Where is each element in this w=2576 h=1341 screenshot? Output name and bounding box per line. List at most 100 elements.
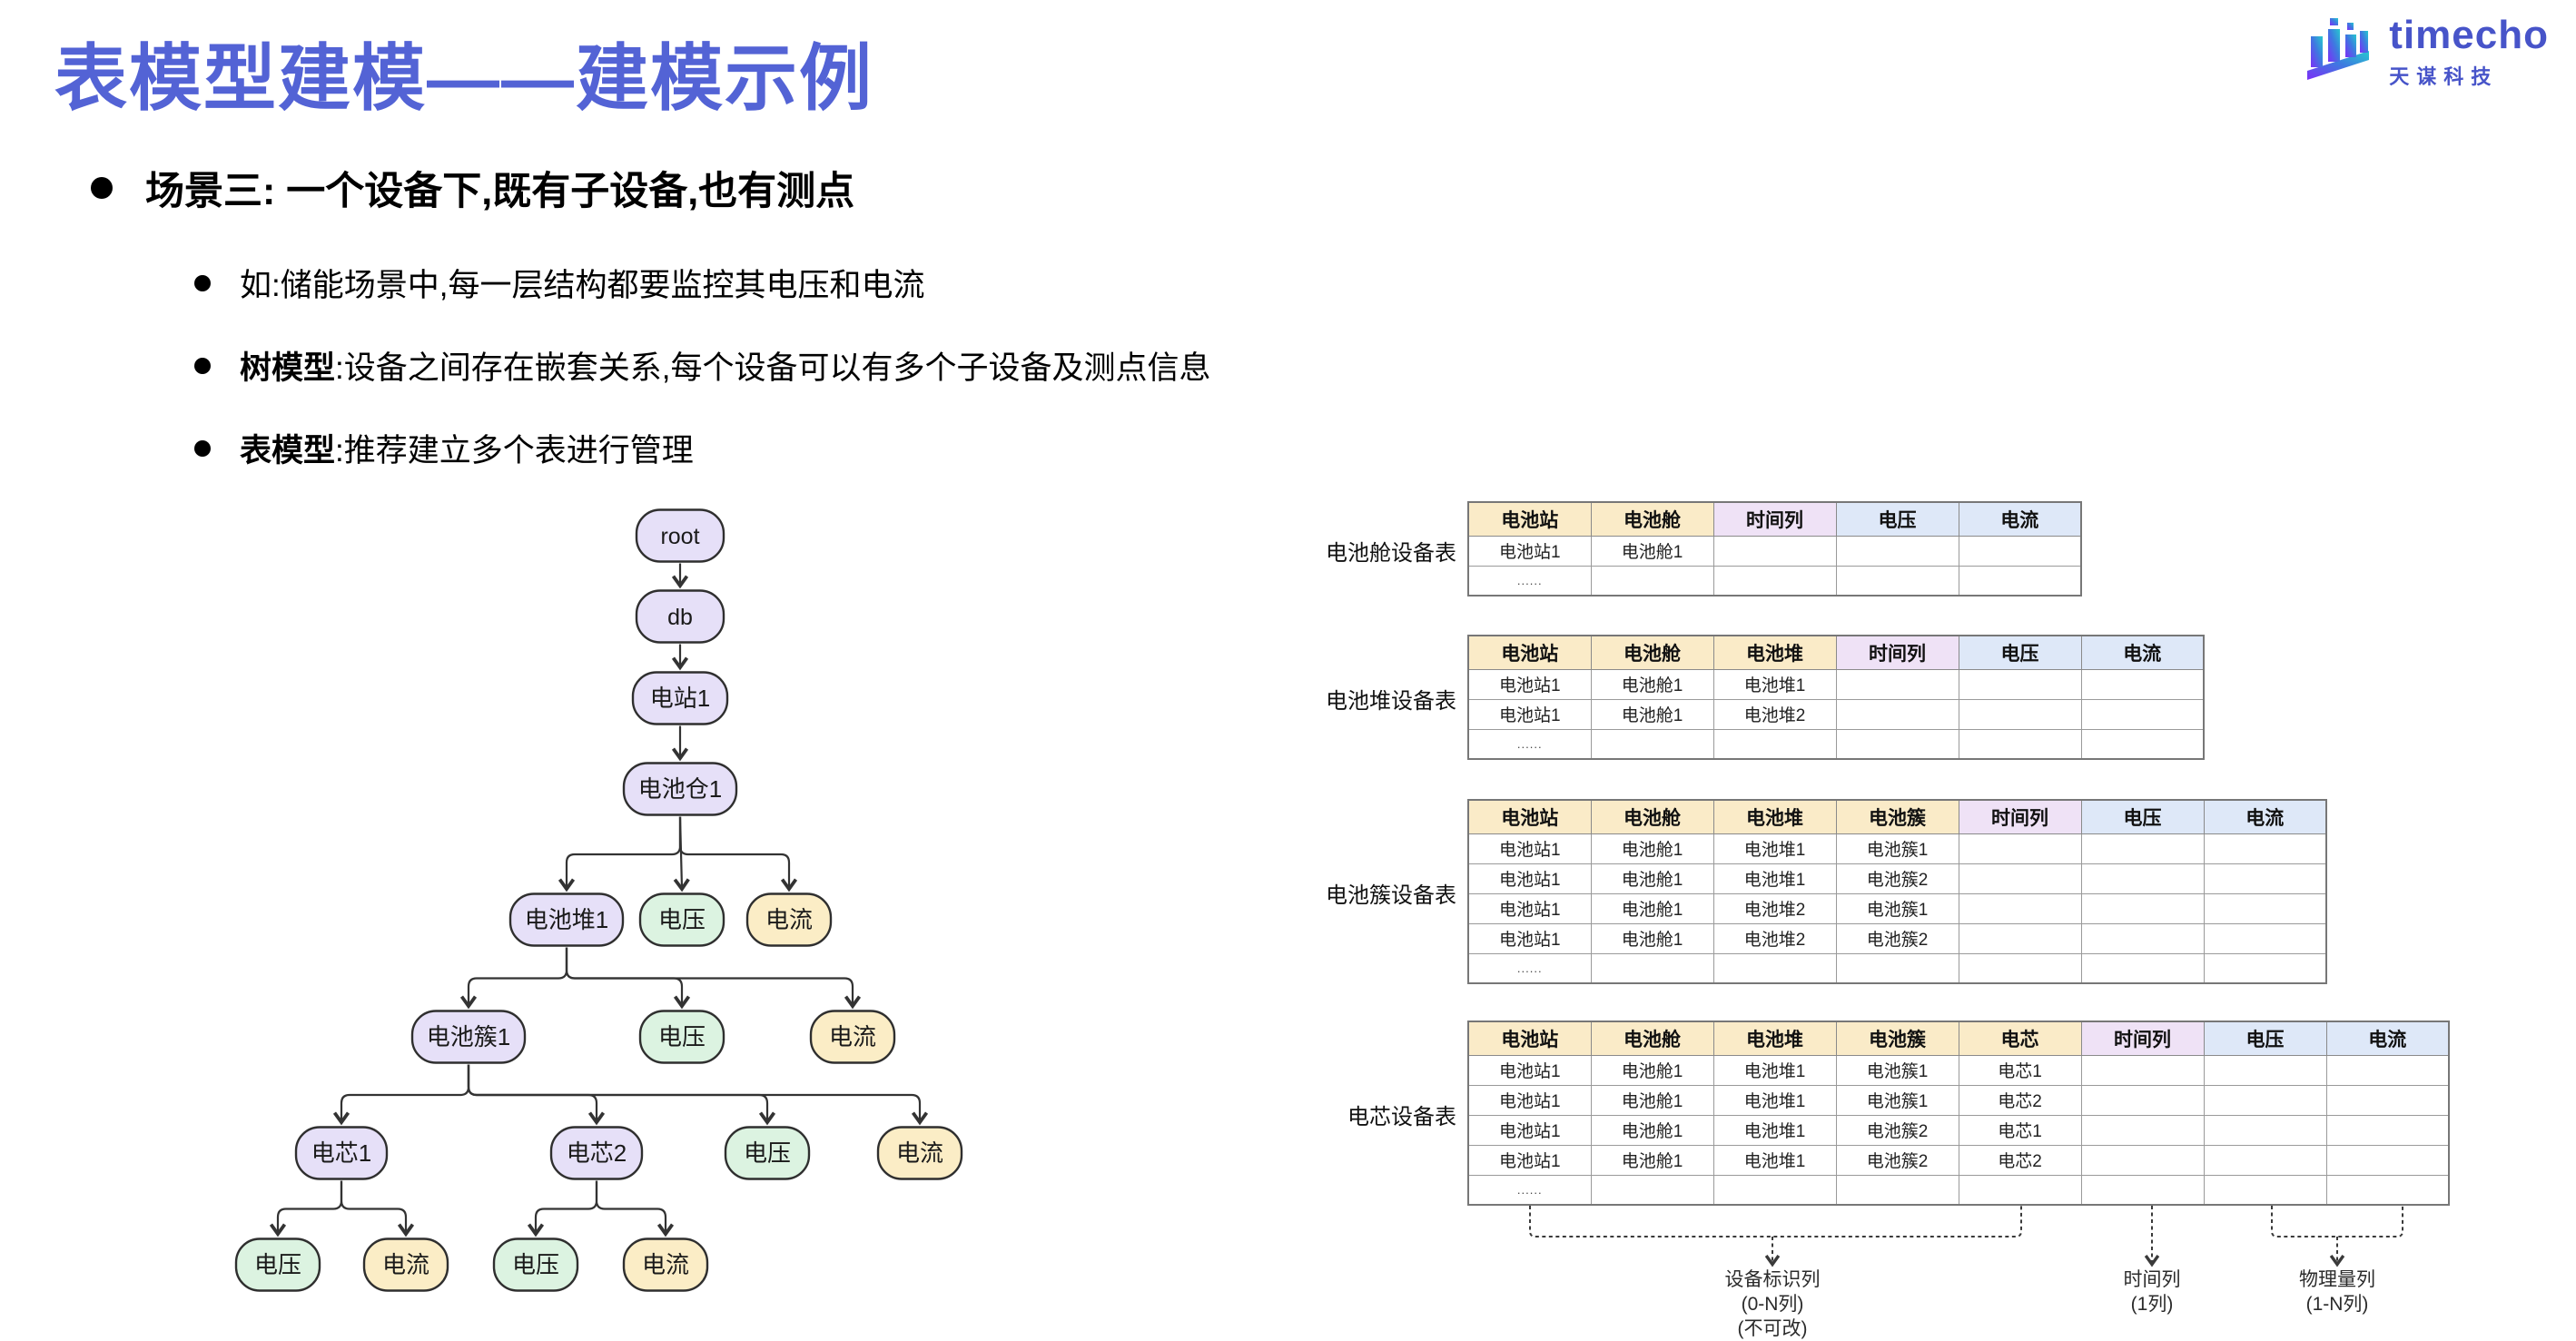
table-cell (2203, 1174, 2327, 1206)
table-row: ...... (1467, 952, 2327, 984)
table-cell (1958, 863, 2082, 894)
column-header: 时间列 (2080, 1021, 2205, 1056)
column-header: 电池簇 (1835, 799, 1959, 834)
tree-node-v3: 电压 (724, 1126, 811, 1180)
table-cell (2080, 1054, 2205, 1086)
column-header: 电池站 (1467, 1021, 1592, 1056)
table-cell (1835, 698, 1959, 730)
bullet-icon (194, 357, 211, 374)
table-cell (1958, 698, 2082, 730)
table-cell: 电池簇2 (1835, 863, 1959, 894)
table-cell: 电池堆1 (1712, 1114, 1837, 1146)
table-cell (1590, 728, 1714, 760)
table-cell (2203, 1114, 2327, 1146)
column-header: 电池站 (1467, 635, 1592, 670)
table-cell: 电池堆1 (1712, 833, 1837, 864)
table-cell (2080, 728, 2205, 760)
table-cell (1958, 565, 2082, 597)
table-cell: 电池舱1 (1590, 833, 1714, 864)
bullet-tree-model: 树模型:设备之间存在嵌套关系,每个设备可以有多个子设备及测点信息 (194, 342, 1210, 389)
svg-text:电流: 电流 (829, 1023, 876, 1050)
table-cell (1712, 1174, 1837, 1206)
tree-node-v1: 电压 (638, 892, 725, 947)
column-header: 电流 (1958, 501, 2082, 537)
table-cell: 电池舱1 (1590, 698, 1714, 730)
table-cell (1958, 1174, 2082, 1206)
column-header: 电池堆 (1712, 799, 1837, 834)
table-cell: 电池簇1 (1835, 892, 1959, 924)
table-cell: 电池站1 (1467, 1144, 1592, 1176)
tree-node-cell1: 电芯1 (294, 1126, 389, 1180)
svg-text:电流: 电流 (765, 906, 813, 933)
table-cell: 电池站1 (1467, 1054, 1592, 1086)
svg-text:电池堆1: 电池堆1 (525, 906, 608, 933)
table-cell (1835, 952, 1959, 984)
logo-name: timecho (2389, 13, 2549, 57)
svg-text:电压: 电压 (658, 1023, 706, 1050)
column-header: 电池站 (1467, 501, 1592, 537)
table-cell (2325, 1174, 2450, 1206)
table-cell: 电池簇1 (1835, 1054, 1959, 1086)
table-cell (1835, 668, 1959, 700)
svg-text:电池仓1: 电池仓1 (638, 775, 722, 803)
table-label-0: 电池舱设备表 (1326, 540, 1456, 566)
table-cell: 电池站1 (1467, 833, 1592, 864)
table-cell (2325, 1144, 2450, 1176)
table-row: ...... (1467, 565, 2082, 597)
table-cell: 电池堆1 (1712, 1144, 1837, 1176)
bullet-icon (194, 274, 211, 291)
table-cell: 电池舱1 (1590, 535, 1714, 567)
column-header: 电流 (2080, 635, 2205, 670)
column-header: 电压 (2080, 799, 2205, 834)
table-cell: 电池舱1 (1590, 1144, 1714, 1176)
table-cell: 电池簇1 (1835, 833, 1959, 864)
bullet-example: 如:储能场景中,每一层结构都要监控其电压和电流 (194, 260, 924, 306)
tree-node-v5: 电压 (492, 1237, 579, 1292)
table-cell (1712, 565, 1837, 597)
table-cell (2080, 1144, 2205, 1176)
column-header: 电压 (2203, 1021, 2327, 1056)
tree-diagram: root db 电站1 电池仓1 电池堆1 电压 电流 电池簇1 电压 电流 电… (234, 508, 963, 1292)
table-cell (2203, 892, 2327, 924)
table-cell: 电池站1 (1467, 1084, 1592, 1116)
table-cell (1958, 892, 2082, 924)
table-cell: 电芯1 (1958, 1054, 2082, 1086)
table-cell: 电池堆2 (1712, 892, 1837, 924)
svg-text:电芯1: 电芯1 (311, 1139, 371, 1167)
table-cell: 电池站1 (1467, 698, 1592, 730)
table-cell (2203, 1084, 2327, 1116)
table-cell (1958, 952, 2082, 984)
column-header: 时间列 (1835, 635, 1959, 670)
table-cell: 电池站1 (1467, 863, 1592, 894)
table-cell (1835, 535, 1959, 567)
column-header: 电池堆 (1712, 1021, 1837, 1056)
column-header: 电池簇 (1835, 1021, 1959, 1056)
column-header: 电池舱 (1590, 799, 1714, 834)
table-cell (1835, 565, 1959, 597)
logo-subtitle: 天谋科技 (2389, 65, 2499, 89)
table-cell: 电池舱1 (1590, 1054, 1714, 1086)
column-header: 电芯 (1958, 1021, 2082, 1056)
tree-edge (595, 1180, 675, 1237)
timecho-logo-icon (2307, 18, 2370, 80)
bullet-icon (194, 439, 211, 457)
tree-node-v4: 电压 (234, 1237, 321, 1292)
table-cell: 电池舱1 (1590, 1084, 1714, 1116)
table-cell (2080, 892, 2205, 924)
table-cell (2080, 833, 2205, 864)
table-row: ...... (1467, 728, 2205, 760)
svg-text:root: root (660, 524, 699, 549)
tree-node-c2: 电流 (809, 1010, 896, 1064)
table-cell: 电池簇1 (1835, 1084, 1959, 1116)
column-header: 电池舱 (1590, 501, 1714, 537)
table-cell (1712, 952, 1837, 984)
table-cell: 电池堆1 (1712, 863, 1837, 894)
column-header: 时间列 (1712, 501, 1837, 537)
